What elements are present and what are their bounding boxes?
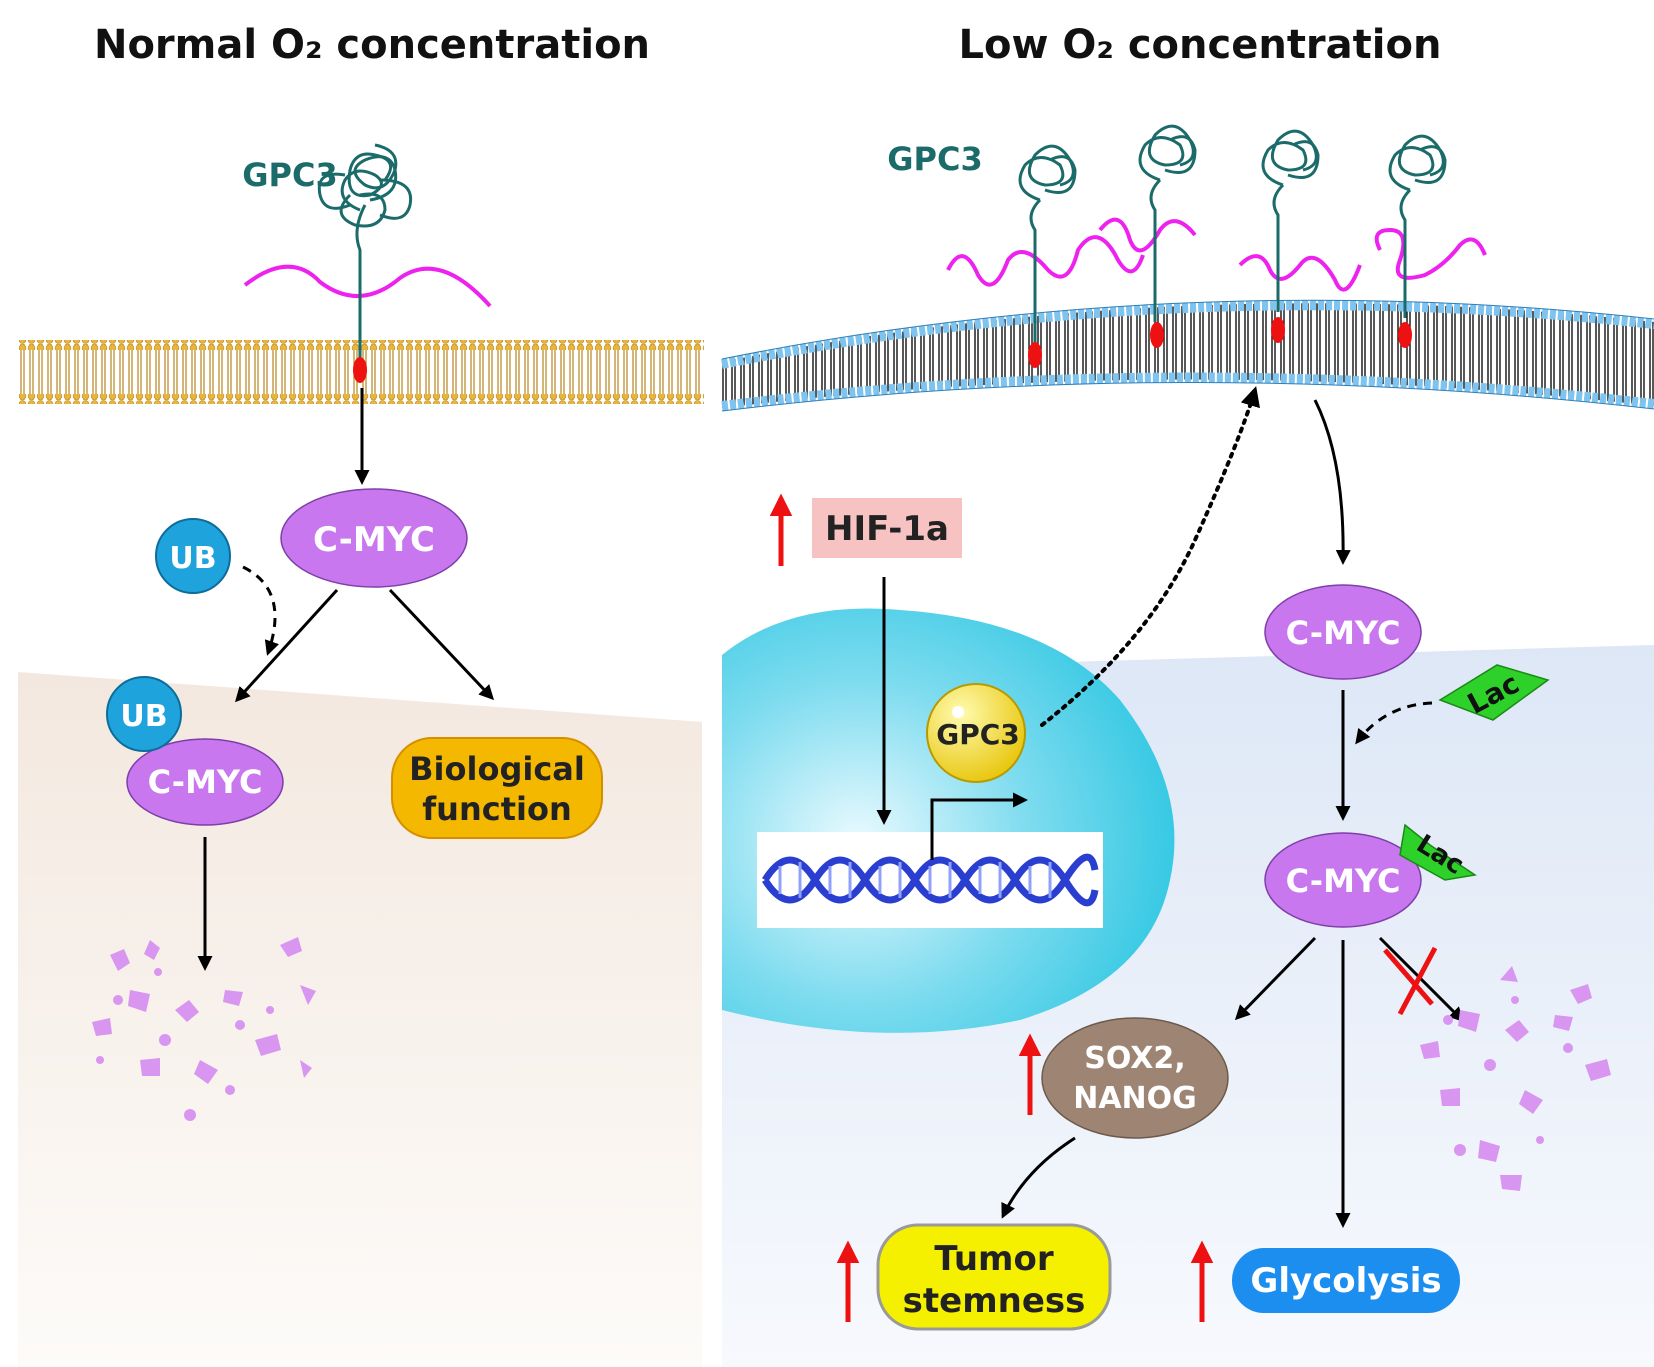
arrow-sox-to-tumor-stemness bbox=[1001, 1136, 1076, 1219]
svg-text:Glycolysis: Glycolysis bbox=[1250, 1261, 1441, 1301]
hif-1a-label-box: HIF-1a bbox=[812, 498, 962, 558]
gpc3-label-low: GPC3 bbox=[887, 140, 982, 178]
gpc3-ball: GPC3 bbox=[926, 683, 1026, 783]
cmyc-node-low: C-MYC bbox=[1264, 584, 1422, 680]
degraded-cmyc-fragments-low bbox=[1420, 966, 1611, 1191]
svg-text:function: function bbox=[422, 790, 571, 828]
svg-text:stemness: stemness bbox=[903, 1281, 1086, 1321]
arrow-cmyc-to-biological-function bbox=[388, 588, 495, 701]
low-panel-title: Low O₂ concentration bbox=[959, 22, 1442, 68]
biological-function-box: Biological function bbox=[391, 737, 603, 839]
svg-text:SOX2,: SOX2, bbox=[1084, 1041, 1185, 1076]
left-cytoplasm-background bbox=[18, 672, 703, 1367]
svg-text:Tumor: Tumor bbox=[934, 1239, 1053, 1279]
tumor-stemness-box: Tumor stemness bbox=[876, 1223, 1112, 1331]
svg-text:C-MYC: C-MYC bbox=[148, 763, 263, 801]
dotted-arrow-gpc3-to-membrane bbox=[1040, 386, 1260, 727]
blue-cell-membrane bbox=[721, 299, 1654, 412]
cmyc-node-normal: C-MYC bbox=[280, 488, 468, 588]
dashed-arrow-ub-to-cmyc bbox=[242, 565, 280, 656]
gpc3-protein-normal bbox=[243, 143, 492, 383]
arrow-cmyc-to-ubiquitination bbox=[234, 588, 339, 703]
normal-panel-title: Normal O₂ concentration bbox=[94, 22, 650, 68]
blocked-cross-mark bbox=[1383, 946, 1438, 1016]
svg-text:HIF-1a: HIF-1a bbox=[825, 509, 949, 549]
ub-free-node: UB bbox=[155, 518, 231, 594]
ub-bound-node: UB bbox=[106, 676, 182, 752]
cmyc-ub-node: C-MYC bbox=[126, 738, 284, 826]
glycolysis-box: Glycolysis bbox=[1232, 1248, 1460, 1313]
svg-text:UB: UB bbox=[169, 541, 216, 576]
transcription-start-arrow bbox=[930, 792, 1028, 860]
svg-text:GPC3: GPC3 bbox=[936, 718, 1020, 751]
arrow-cmyc-to-sox bbox=[1234, 936, 1317, 1021]
svg-text:Biological: Biological bbox=[409, 750, 585, 788]
degraded-cmyc-fragments-normal bbox=[92, 937, 316, 1121]
gpc3-label-normal: GPC3 bbox=[242, 156, 337, 194]
svg-text:C-MYC: C-MYC bbox=[1286, 614, 1401, 652]
gpc3-protein-cluster-low bbox=[946, 124, 1487, 368]
cmyc-lac-node: C-MYC bbox=[1264, 832, 1422, 928]
sox2-nanog-node: SOX2, NANOG bbox=[1041, 1017, 1229, 1139]
svg-text:C-MYC: C-MYC bbox=[313, 520, 435, 560]
svg-text:C-MYC: C-MYC bbox=[1286, 862, 1401, 900]
arrow-membrane-to-cmyc-low bbox=[1313, 399, 1351, 565]
svg-text:NANOG: NANOG bbox=[1073, 1081, 1197, 1116]
svg-text:UB: UB bbox=[120, 699, 167, 734]
dna-double-helix bbox=[757, 832, 1103, 928]
